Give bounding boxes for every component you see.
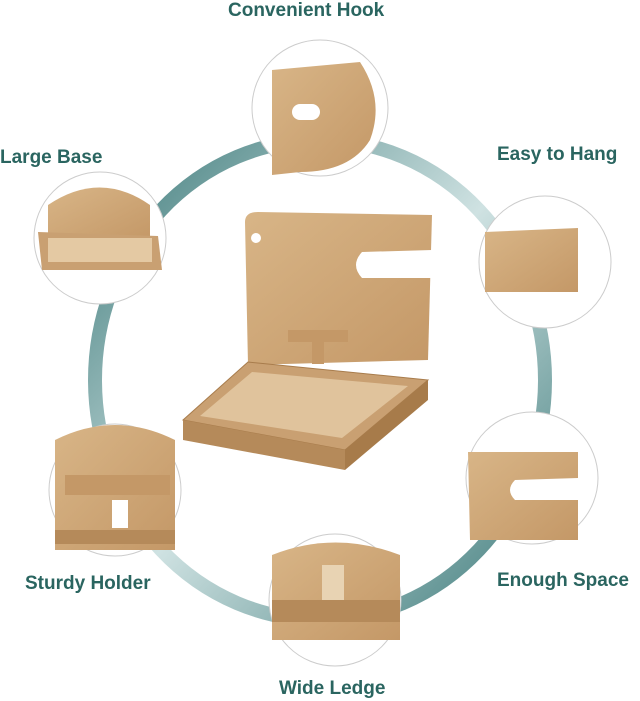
label-large-base: Large Base	[0, 147, 103, 168]
product-image	[181, 212, 432, 470]
detail-base	[33, 171, 167, 305]
label-convenient-hook: Convenient Hook	[228, 0, 385, 21]
detail-space	[465, 411, 599, 545]
detail-ledge	[268, 533, 402, 667]
label-sturdy-holder: Sturdy Holder	[25, 573, 151, 594]
label-enough-space: Enough Space	[497, 570, 629, 591]
label-wide-ledge: Wide Ledge	[279, 678, 386, 699]
detail-hook	[251, 39, 389, 177]
label-easy-to-hang: Easy to Hang	[497, 144, 618, 165]
detail-hang	[478, 195, 612, 329]
detail-holder	[48, 423, 182, 557]
